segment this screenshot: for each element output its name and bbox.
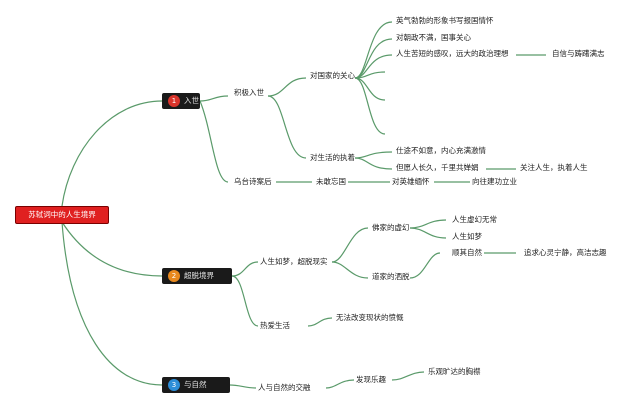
node-life-dream[interactable]: 人生如梦，超脱现实 <box>260 257 328 266</box>
branch-label: 入世 <box>184 96 199 105</box>
node-life-as-dream[interactable]: 人生如梦 <box>452 232 482 241</box>
node-court-worry[interactable]: 对朝政不满，国事关心 <box>396 33 471 42</box>
node-career-frustration[interactable]: 仕途不如意，内心充满激情 <box>396 146 486 155</box>
node-aspire-merit[interactable]: 向往建功立业 <box>472 177 517 186</box>
node-pursue-tranquil[interactable]: 追求心灵宁静，高洁志趣 <box>524 248 607 257</box>
branch-node-active-world[interactable]: 1 入世 <box>162 93 200 109</box>
node-find-joy[interactable]: 发现乐趣 <box>356 375 386 384</box>
node-dare-not-forget[interactable]: 未敢忘国 <box>316 177 346 186</box>
branch-node-transcendence[interactable]: 2 超脱境界 <box>162 268 232 284</box>
node-life-short[interactable]: 人生苦短的感叹，远大的政治理想 <box>396 49 509 58</box>
branch-label: 超脱境界 <box>184 271 214 280</box>
node-life-persist[interactable]: 对生活的执着 <box>310 153 355 162</box>
node-care-life[interactable]: 关注人生，执着人生 <box>520 163 588 172</box>
node-wish-long-life[interactable]: 但愿人长久，千里共婵娟 <box>396 163 479 172</box>
node-follow-nature[interactable]: 顺其自然 <box>452 248 482 257</box>
root-node[interactable]: 苏轼词中的人生境界 <box>15 206 109 224</box>
number-badge: 1 <box>168 95 180 107</box>
branch-node-nature[interactable]: 3 与自然 <box>162 377 230 393</box>
number-badge: 2 <box>168 270 180 282</box>
node-care-country[interactable]: 对国家的关心 <box>310 71 355 80</box>
node-patriot-image[interactable]: 英气勃勃的形象书写报国情怀 <box>396 16 494 25</box>
node-buddhist-illusion[interactable]: 佛家的虚幻 <box>372 223 410 232</box>
node-taoist-free[interactable]: 道家的洒脱 <box>372 272 410 281</box>
node-nature-bond[interactable]: 人与自然的交融 <box>258 383 311 392</box>
node-cannot-change[interactable]: 无法改变现状的愤慨 <box>336 313 404 322</box>
node-wutai-case[interactable]: 乌台诗案后 <box>234 177 272 186</box>
node-self-confidence[interactable]: 自信与踌躇满志 <box>552 49 605 58</box>
node-optimistic-mind[interactable]: 乐观旷达的胸襟 <box>428 367 481 376</box>
node-love-life[interactable]: 热爱生活 <box>260 321 290 330</box>
node-hero-longing[interactable]: 对英雄缅怀 <box>392 177 430 186</box>
node-life-unreal[interactable]: 人生虚幻无常 <box>452 215 497 224</box>
number-badge: 3 <box>168 379 180 391</box>
branch-label: 与自然 <box>184 380 207 389</box>
node-active-world[interactable]: 积极入世 <box>234 88 264 97</box>
